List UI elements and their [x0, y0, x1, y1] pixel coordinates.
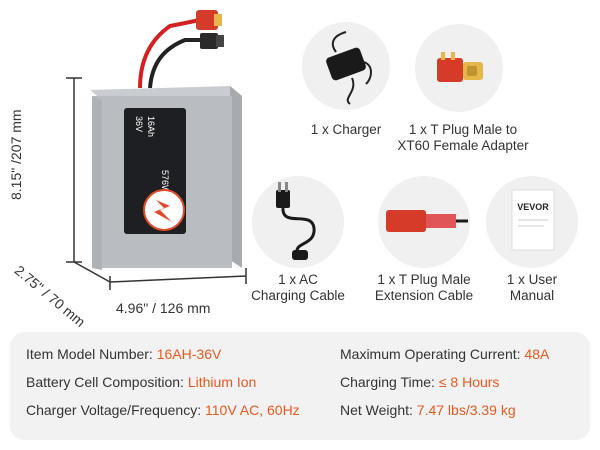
spec-key: Charging Time: — [340, 374, 439, 390]
item-label-adapter: 1 x T Plug Male to XT60 Female Adapter — [388, 122, 538, 154]
item-line: Extension Cable — [374, 288, 474, 303]
spec-value: ≤ 8 Hours — [438, 374, 500, 390]
extension-cable-image — [378, 176, 470, 268]
battery-capacity-text: 16Ah — [146, 116, 156, 137]
item-line: Manual — [509, 288, 555, 303]
item-line: 1 x T Plug Male — [377, 272, 471, 287]
item-line: 1 x Charger — [310, 122, 382, 137]
battery-illustration: 36V 16Ah 576Wh 8.15" /207 mm 2.75" / 70 … — [0, 0, 300, 330]
spec-cell-composition: Battery Cell Composition: Lithium Ion — [26, 374, 256, 390]
dc-connector-icon — [200, 33, 218, 49]
item-label-manual: 1 x User Manual — [484, 272, 580, 304]
spec-charger-voltage: Charger Voltage/Frequency: 110V AC, 60Hz — [26, 402, 300, 418]
charger-image — [302, 22, 390, 110]
item-line: 1 x T Plug Male to — [408, 122, 518, 137]
adapter-image — [415, 24, 503, 112]
adapter-icon — [437, 52, 483, 82]
width-dimension-label: 4.96" / 126 mm — [116, 300, 211, 316]
extension-cable-icon — [386, 210, 468, 232]
item-label-extension-cable: 1 x T Plug Male Extension Cable — [362, 272, 486, 304]
spec-key: Battery Cell Composition: — [26, 374, 188, 390]
spec-value: 110V AC, 60Hz — [205, 402, 300, 418]
spec-value: Lithium Ion — [187, 374, 257, 390]
spec-key: Charger Voltage/Frequency: — [26, 402, 205, 418]
battery-voltage-text: 36V — [134, 116, 144, 132]
manual-icon: VEVOR — [511, 189, 555, 251]
spec-max-current: Maximum Operating Current: 48A — [340, 346, 549, 362]
lightning-logo-icon — [154, 200, 172, 222]
item-line: Charging Cable — [251, 288, 345, 303]
battery-drawing: 36V 16Ah 576Wh — [66, 10, 247, 290]
ac-cable-image — [252, 176, 344, 268]
spec-net-weight: Net Weight: 7.47 lbs/3.39 kg — [340, 402, 516, 418]
item-label-charger: 1 x Charger — [296, 122, 396, 138]
item-line: XT60 Female Adapter — [397, 138, 529, 153]
manual-image: VEVOR — [486, 176, 578, 268]
height-dimension-label: 8.15" /207 mm — [8, 109, 24, 200]
item-line: 1 x User — [506, 272, 558, 287]
spec-value: 48A — [524, 346, 550, 362]
spec-item-model: Item Model Number: 16AH-36V — [26, 346, 221, 362]
spec-key: Item Model Number: — [26, 346, 157, 362]
spec-value: 7.47 lbs/3.39 kg — [416, 402, 516, 418]
charger-icon — [326, 31, 372, 105]
ac-cable-icon — [276, 182, 316, 260]
battery-energy-text: 576Wh — [160, 170, 170, 199]
t-plug-icon — [196, 10, 218, 30]
spec-panel: Item Model Number: 16AH-36V Battery Cell… — [10, 332, 590, 440]
spec-value: 16AH-36V — [156, 346, 222, 362]
spec-charging-time: Charging Time: ≤ 8 Hours — [340, 374, 499, 390]
spec-key: Net Weight: — [340, 402, 417, 418]
spec-key: Maximum Operating Current: — [340, 346, 525, 362]
product-stage: 36V 16Ah 576Wh 8.15" /207 mm 2.75" / 70 … — [0, 0, 580, 330]
item-line: 1 x AC — [278, 272, 318, 287]
item-label-ac-cable: 1 x AC Charging Cable — [244, 272, 352, 304]
manual-brand-text: VEVOR — [517, 202, 549, 212]
